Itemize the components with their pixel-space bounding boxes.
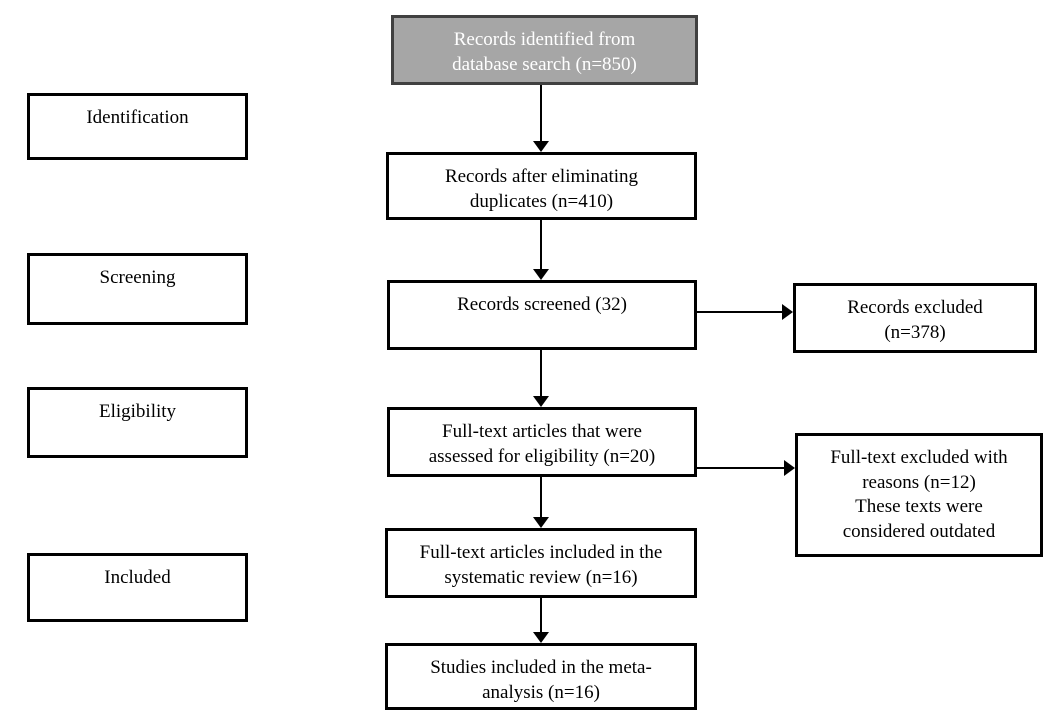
stage-label-included: Included	[27, 553, 248, 622]
arrow-line	[540, 477, 542, 518]
arrow-assessed-to-fulltext-excluded	[697, 460, 795, 476]
arrow-deduplicated-to-screened	[533, 220, 549, 280]
stage-label-text: Screening	[99, 267, 176, 288]
arrow-assessed-to-sysreview	[533, 477, 549, 528]
node-text: Full-text excluded with reasons (n=12) T…	[830, 447, 1008, 543]
arrowhead-down-icon	[533, 632, 549, 643]
stage-label-text: Identification	[86, 107, 189, 128]
node-records-after-duplicates: Records after eliminating duplicates (n=…	[386, 152, 697, 220]
node-records-identified: Records identified from database search …	[391, 15, 698, 85]
node-text: Records screened (32)	[457, 294, 627, 315]
arrowhead-down-icon	[533, 396, 549, 407]
stage-label-eligibility: Eligibility	[27, 387, 248, 458]
node-records-screened: Records screened (32)	[387, 280, 697, 350]
arrowhead-right-icon	[784, 460, 795, 476]
stage-label-identification: Identification	[27, 93, 248, 160]
arrow-line	[540, 350, 542, 397]
node-text: Full-text articles that were assessed fo…	[428, 421, 656, 467]
node-fulltext-assessed: Full-text articles that were assessed fo…	[387, 407, 697, 477]
arrowhead-right-icon	[782, 304, 793, 320]
arrow-identified-to-deduplicated	[533, 85, 549, 152]
node-text: Records excluded (n=378)	[847, 297, 983, 343]
arrow-line	[540, 85, 542, 142]
node-text: Records after eliminating duplicates (n=…	[444, 166, 639, 212]
node-text: Studies included in the meta- analysis (…	[430, 657, 652, 703]
node-text: Records identified from database search …	[452, 29, 637, 75]
arrow-line	[540, 220, 542, 270]
arrowhead-down-icon	[533, 269, 549, 280]
arrowhead-down-icon	[533, 517, 549, 528]
arrow-screened-to-excluded	[697, 304, 793, 320]
node-records-excluded: Records excluded (n=378)	[793, 283, 1037, 353]
node-fulltext-excluded: Full-text excluded with reasons (n=12) T…	[795, 433, 1043, 557]
stage-label-text: Eligibility	[98, 401, 177, 422]
arrow-line	[697, 467, 785, 469]
arrow-screened-to-assessed	[533, 350, 549, 407]
arrow-line	[697, 311, 783, 313]
arrow-sysreview-to-meta	[533, 598, 549, 643]
node-included-meta-analysis: Studies included in the meta- analysis (…	[385, 643, 697, 710]
node-text: Full-text articles included in the syste…	[419, 542, 663, 588]
stage-label-text: Included	[104, 567, 171, 588]
arrowhead-down-icon	[533, 141, 549, 152]
node-included-systematic-review: Full-text articles included in the syste…	[385, 528, 697, 598]
arrow-line	[540, 598, 542, 633]
stage-label-screening: Screening	[27, 253, 248, 325]
